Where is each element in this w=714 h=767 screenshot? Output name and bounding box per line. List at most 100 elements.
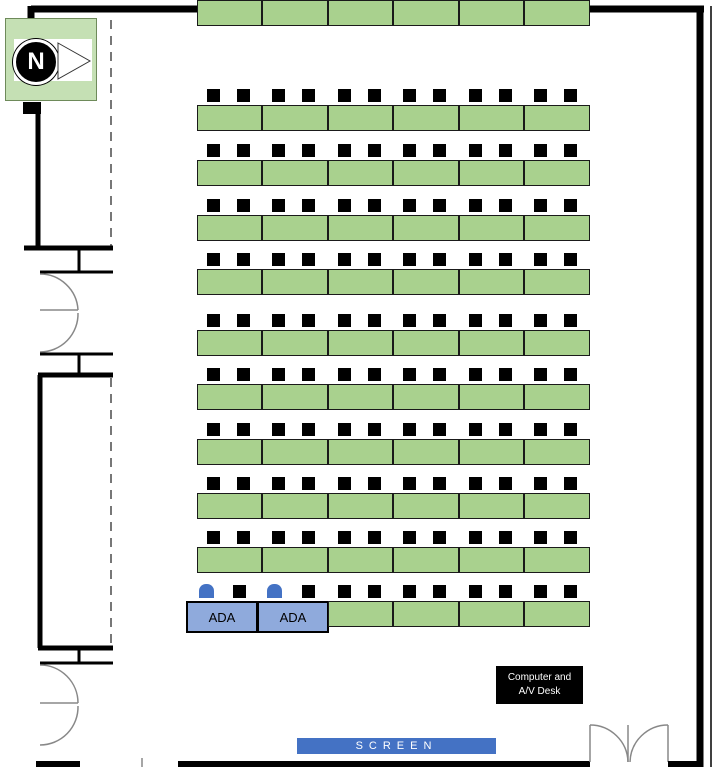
table bbox=[459, 105, 524, 131]
chair bbox=[469, 89, 482, 102]
table bbox=[524, 601, 590, 627]
chair bbox=[433, 423, 446, 436]
chair bbox=[433, 89, 446, 102]
chair bbox=[338, 199, 351, 212]
chair bbox=[469, 314, 482, 327]
chair bbox=[207, 314, 220, 327]
chair bbox=[237, 477, 250, 490]
chair bbox=[534, 585, 547, 598]
table bbox=[393, 601, 459, 627]
table bbox=[459, 0, 524, 26]
chair bbox=[207, 89, 220, 102]
chair bbox=[368, 89, 381, 102]
table bbox=[459, 269, 524, 295]
chair bbox=[368, 531, 381, 544]
av-desk-line2: A/V Desk bbox=[518, 686, 561, 697]
chair bbox=[368, 423, 381, 436]
chair bbox=[368, 585, 381, 598]
table bbox=[328, 269, 393, 295]
chair bbox=[302, 477, 315, 490]
table bbox=[262, 439, 328, 465]
chair bbox=[237, 423, 250, 436]
table bbox=[393, 160, 459, 186]
chair bbox=[207, 368, 220, 381]
table bbox=[197, 493, 262, 519]
chair bbox=[272, 368, 285, 381]
chair bbox=[368, 368, 381, 381]
table bbox=[328, 0, 393, 26]
chair bbox=[237, 144, 250, 157]
table bbox=[262, 330, 328, 356]
av-desk-line1: Computer and bbox=[507, 672, 572, 683]
table bbox=[524, 384, 590, 410]
table bbox=[393, 439, 459, 465]
chair bbox=[499, 423, 512, 436]
table bbox=[524, 439, 590, 465]
table bbox=[524, 547, 590, 573]
chair bbox=[207, 531, 220, 544]
table bbox=[197, 160, 262, 186]
north-letter: N bbox=[13, 39, 59, 85]
chair bbox=[564, 423, 577, 436]
chair bbox=[338, 423, 351, 436]
chair bbox=[499, 199, 512, 212]
table bbox=[328, 105, 393, 131]
table bbox=[197, 547, 262, 573]
chair bbox=[534, 253, 547, 266]
chair bbox=[534, 144, 547, 157]
chair bbox=[338, 253, 351, 266]
chair bbox=[403, 314, 416, 327]
chair bbox=[469, 199, 482, 212]
table bbox=[328, 493, 393, 519]
table bbox=[459, 439, 524, 465]
chair bbox=[433, 585, 446, 598]
chair bbox=[272, 531, 285, 544]
table bbox=[393, 547, 459, 573]
chair bbox=[564, 314, 577, 327]
table bbox=[197, 384, 262, 410]
chair bbox=[237, 89, 250, 102]
chair bbox=[207, 477, 220, 490]
table bbox=[328, 215, 393, 241]
chair bbox=[403, 89, 416, 102]
chair bbox=[499, 477, 512, 490]
table bbox=[328, 601, 393, 627]
table bbox=[197, 0, 262, 26]
table bbox=[262, 547, 328, 573]
chair bbox=[499, 89, 512, 102]
chair bbox=[338, 531, 351, 544]
table bbox=[459, 384, 524, 410]
table bbox=[524, 493, 590, 519]
chair bbox=[534, 531, 547, 544]
chair bbox=[469, 253, 482, 266]
chair bbox=[233, 585, 246, 598]
chair bbox=[433, 531, 446, 544]
chair bbox=[207, 199, 220, 212]
chair bbox=[302, 423, 315, 436]
chair bbox=[368, 314, 381, 327]
chair bbox=[302, 314, 315, 327]
chair bbox=[469, 423, 482, 436]
chair bbox=[338, 314, 351, 327]
door-swing-upper-1 bbox=[39, 273, 79, 311]
chair bbox=[564, 368, 577, 381]
chair bbox=[564, 477, 577, 490]
chair bbox=[302, 368, 315, 381]
chair bbox=[564, 585, 577, 598]
door-swing-lower-2 bbox=[39, 705, 79, 746]
table bbox=[262, 269, 328, 295]
chair bbox=[534, 314, 547, 327]
chair bbox=[469, 531, 482, 544]
projection-screen: SCREEN bbox=[297, 738, 496, 754]
chair bbox=[338, 144, 351, 157]
chair bbox=[469, 368, 482, 381]
table bbox=[262, 0, 328, 26]
door-swing-south-1 bbox=[589, 724, 629, 763]
chair bbox=[499, 144, 512, 157]
chair bbox=[534, 89, 547, 102]
chair bbox=[469, 477, 482, 490]
chair bbox=[302, 89, 315, 102]
table bbox=[262, 493, 328, 519]
table bbox=[524, 0, 590, 26]
